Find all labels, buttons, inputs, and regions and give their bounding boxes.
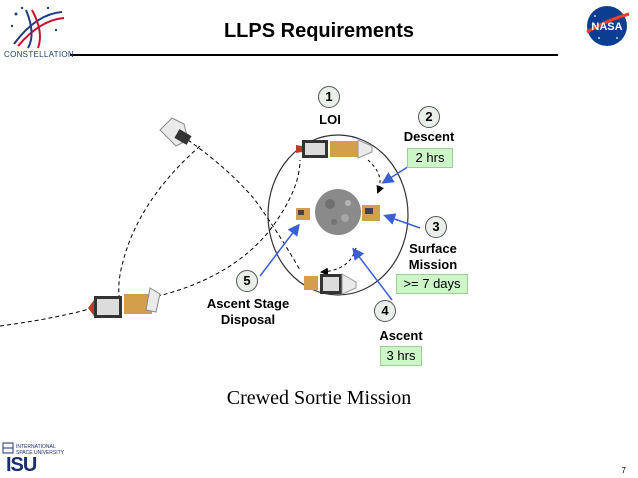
nasa-logo-text: NASA (591, 21, 622, 33)
step-1-number: 1 (318, 86, 340, 108)
step-5-number: 5 (236, 270, 258, 292)
isu-logo-icon (2, 442, 14, 454)
step-2-label: Descent (403, 129, 455, 144)
moon (315, 189, 361, 235)
step-2-duration: 2 hrs (407, 148, 453, 168)
step-4-duration: 3 hrs (380, 346, 422, 366)
page-number: 7 (621, 466, 626, 475)
step-4-number: 4 (374, 300, 396, 322)
return-trajectory (187, 139, 301, 271)
pointer-ascent (352, 247, 393, 301)
spacecraft-arriving (88, 287, 161, 318)
approach-trajectory (149, 159, 301, 299)
lander-surface (362, 205, 380, 221)
step-5-label-line1: Ascent Stage (206, 296, 290, 311)
diagram-caption: Crewed Sortie Mission (226, 387, 412, 409)
pointer-disposal (259, 223, 300, 277)
isu-logo-text: INTERNATIONAL SPACE UNIVERSITY (16, 444, 64, 456)
ascent-stage (296, 208, 310, 220)
descent-arrow (367, 159, 384, 194)
arrival-trajectory (0, 305, 101, 327)
step-2-number: 2 (418, 106, 440, 128)
slide-title: LLPS Requirements (223, 20, 415, 42)
crew-vehicle-departing (159, 117, 192, 147)
spacecraft-loi (296, 139, 373, 159)
constellation-logo (10, 6, 65, 49)
nasa-logo: NASA (586, 6, 630, 46)
isu-logo-letters: ISU (6, 454, 37, 476)
constellation-logo-text: CONSTELLATION (4, 50, 74, 59)
earth-return-trajectory (118, 145, 201, 301)
ascent-arrow (320, 247, 357, 276)
lunar-orbit (267, 134, 409, 296)
isu-text-line2: SPACE UNIVERSITY (16, 450, 64, 456)
isu-text-line1: INTERNATIONAL (16, 444, 56, 450)
step-3-label-line2: Mission (408, 257, 458, 272)
title-rule (70, 54, 558, 56)
step-5-label-line2: Disposal (220, 312, 276, 327)
step-3-duration: >= 7 days (396, 274, 468, 294)
pointer-surface (383, 213, 421, 229)
step-4-label: Ascent (379, 328, 423, 343)
step-3-label-line1: Surface (409, 241, 457, 256)
spacecraft-ascent (304, 273, 357, 295)
step-1-label: LOI (319, 112, 341, 127)
step-3-number: 3 (425, 216, 447, 238)
